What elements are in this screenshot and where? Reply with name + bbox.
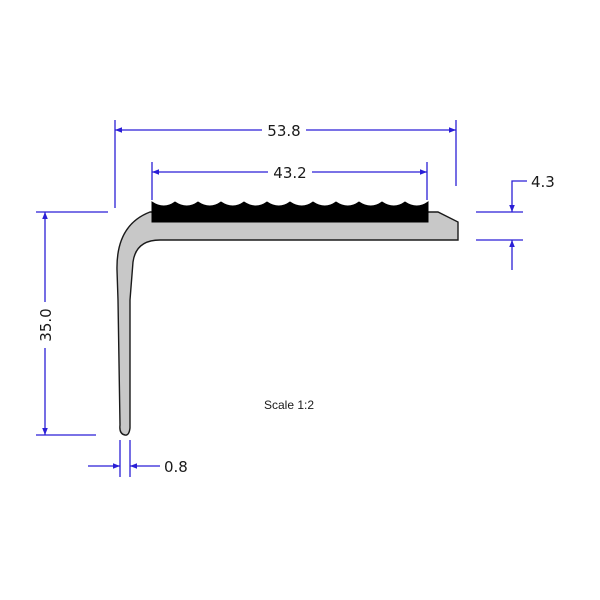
dim-label-53-8: 53.8 [267,122,300,140]
dimension-leg-height: 35.0 [36,211,108,436]
dim-label-0-8: 0.8 [164,458,188,476]
dimension-insert-width: 43.2 [151,162,428,200]
scale-label: Scale 1:2 [264,398,314,412]
nosing-profile [116,201,459,436]
dimension-leg-tip-thickness: 0.8 [88,440,188,477]
dim-label-43-2: 43.2 [273,164,306,182]
dim-label-4-3: 4.3 [531,173,555,191]
dim-label-35-0: 35.0 [37,308,55,341]
dimension-overall-width: 53.8 [114,120,457,208]
anti-slip-insert [151,201,429,223]
aluminium-profile [116,211,459,436]
dimension-flange-thickness: 4.3 [476,173,555,270]
